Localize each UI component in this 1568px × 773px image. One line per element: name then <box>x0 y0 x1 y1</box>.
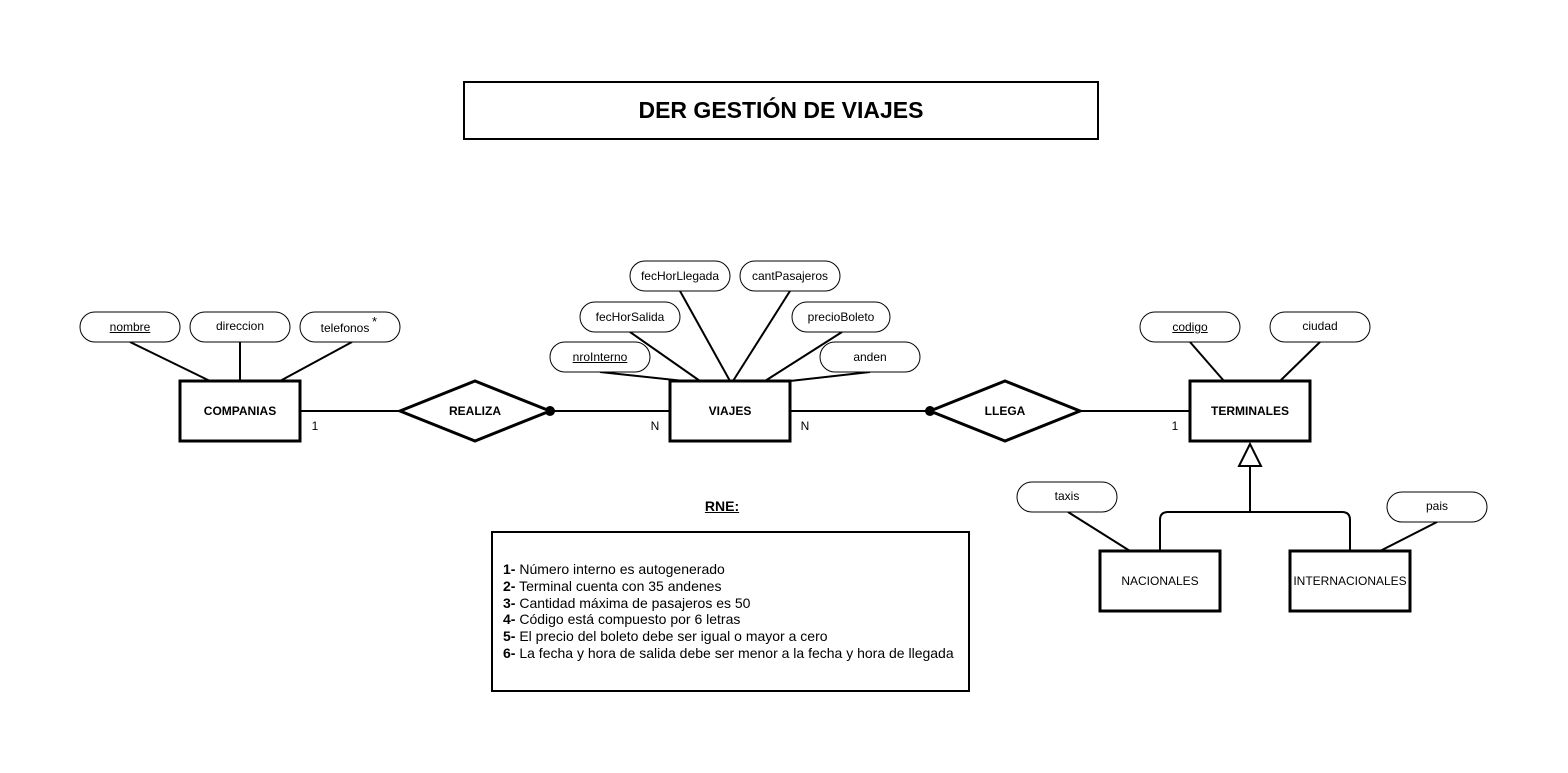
entity-terminales-box[interactable] <box>1188 379 1312 443</box>
rne-rule-5: 5- El precio del boleto debe ser igual o… <box>503 628 958 645</box>
attr-direccion-oval[interactable] <box>189 311 291 343</box>
cardinality-realiza-viajes: N <box>650 419 660 433</box>
entity-companias-label: COMPANIAS <box>203 404 277 418</box>
attr-direccion-label: direccion <box>215 319 265 333</box>
rne-rule-text: El precio del boleto debe ser igual o ma… <box>515 628 828 645</box>
line-telefonos <box>279 341 353 382</box>
entity-internacionales-box[interactable] <box>1288 549 1412 613</box>
attr-nrointerno-label: nroInterno <box>572 350 628 364</box>
attr-pais-oval[interactable] <box>1386 491 1488 523</box>
relationship-llega-diamond[interactable] <box>925 379 1085 443</box>
attr-fechorsalida-label: fecHorSalida <box>595 310 665 324</box>
entity-companias-box[interactable] <box>178 379 302 443</box>
attr-taxis-label: taxis <box>1054 489 1080 503</box>
rne-rule-text: La fecha y hora de salida debe ser menor… <box>515 644 954 661</box>
line-anden <box>789 371 871 382</box>
attr-anden-label: anden <box>853 350 887 364</box>
line-fechorsalida <box>629 331 701 382</box>
diagram-title: DER GESTIÓN DE VIAJES <box>638 97 924 123</box>
rne-rule-text: Número interno es autogenerado <box>515 561 725 577</box>
line-codigo <box>1189 341 1225 382</box>
entity-nacionales-box[interactable] <box>1098 549 1222 613</box>
attr-precioboleto-oval[interactable] <box>791 301 891 333</box>
relationship-realiza-diamond[interactable] <box>395 379 555 443</box>
relationship-realiza-label: REALIZA <box>449 404 501 418</box>
multivalued-marker: * <box>372 314 378 329</box>
attr-telefonos-label: telefonos <box>320 321 370 335</box>
rne-rule-4: 4- Código está compuesto por 6 letras <box>503 611 958 628</box>
rne-rule-text: Terminal cuenta con 35 andenes <box>515 577 722 594</box>
attr-nombre-oval[interactable] <box>79 311 181 343</box>
attr-cantpasajeros-label: cantPasajeros <box>751 269 829 283</box>
attr-precioboleto-label: precioBoleto <box>807 310 875 324</box>
cardinality-llega-terminales: 1 <box>1171 419 1179 433</box>
entity-viajes-box[interactable] <box>668 379 792 443</box>
line-generalization-branch <box>1159 511 1351 551</box>
rne-rule-2: 2- Terminal cuenta con 35 andenes <box>503 578 958 595</box>
rne-box: 1- Número interno es autogenerado 2- Ter… <box>491 531 970 692</box>
attr-anden-oval[interactable] <box>819 341 921 373</box>
attr-taxis-oval[interactable] <box>1016 481 1118 513</box>
rne-rule-1: 1- Número interno es autogenerado <box>503 561 958 578</box>
attr-ciudad-label: ciudad <box>1302 319 1338 333</box>
attr-pais-label: pais <box>1425 499 1449 513</box>
entity-nacionales-label: NACIONALES <box>1121 574 1199 588</box>
cardinality-viajes-llega: N <box>800 419 810 433</box>
attr-codigo-label: codigo <box>1172 320 1208 334</box>
line-taxis <box>1067 511 1131 552</box>
rne-rule-number: 1- <box>503 561 516 577</box>
line-fechorllegada <box>679 290 731 382</box>
line-cantpasajeros <box>732 290 791 382</box>
rne-rule-3: 3- Cantidad máxima de pasajeros es 50 <box>503 595 958 612</box>
attr-fechorllegada-oval[interactable] <box>629 260 731 292</box>
line-nombre <box>129 341 211 382</box>
attr-ciudad-oval[interactable] <box>1269 311 1371 343</box>
attr-fechorsalida-oval[interactable] <box>579 301 681 333</box>
line-pais <box>1379 521 1438 552</box>
rne-heading: RNE: <box>704 498 740 514</box>
line-precioboleto <box>764 331 843 382</box>
attr-nrointerno-oval[interactable] <box>549 341 651 373</box>
attr-cantpasajeros-oval[interactable] <box>739 260 841 292</box>
entity-terminales-label: TERMINALES <box>1211 404 1289 418</box>
attr-telefonos-oval[interactable] <box>299 311 401 343</box>
rne-rule-number: 3- <box>503 594 516 611</box>
rne-rule-number: 5- <box>503 628 516 645</box>
relationship-llega-label: LLEGA <box>984 404 1026 418</box>
diagram-title-box: DER GESTIÓN DE VIAJES <box>463 81 1099 140</box>
attr-nombre-label: nombre <box>109 320 151 334</box>
line-ciudad <box>1279 341 1321 382</box>
rne-rule-text: Código está compuesto por 6 letras <box>515 611 741 628</box>
attr-fechorllegada-label: fecHorLlegada <box>640 269 720 283</box>
entity-internacionales-label: INTERNACIONALES <box>1293 574 1407 588</box>
attr-codigo-oval[interactable] <box>1139 311 1241 343</box>
rne-rule-number: 4- <box>503 611 516 628</box>
generalization-triangle <box>1237 441 1263 467</box>
entity-viajes-label: VIAJES <box>708 404 752 418</box>
rne-rule-number: 2- <box>503 577 516 594</box>
rne-rule-text: Cantidad máxima de pasajeros es 50 <box>515 594 751 611</box>
cardinality-companias-realiza: 1 <box>311 419 319 433</box>
rne-rule-number: 6- <box>503 644 516 661</box>
rne-rule-6: 6- La fecha y hora de salida debe ser me… <box>503 645 958 662</box>
